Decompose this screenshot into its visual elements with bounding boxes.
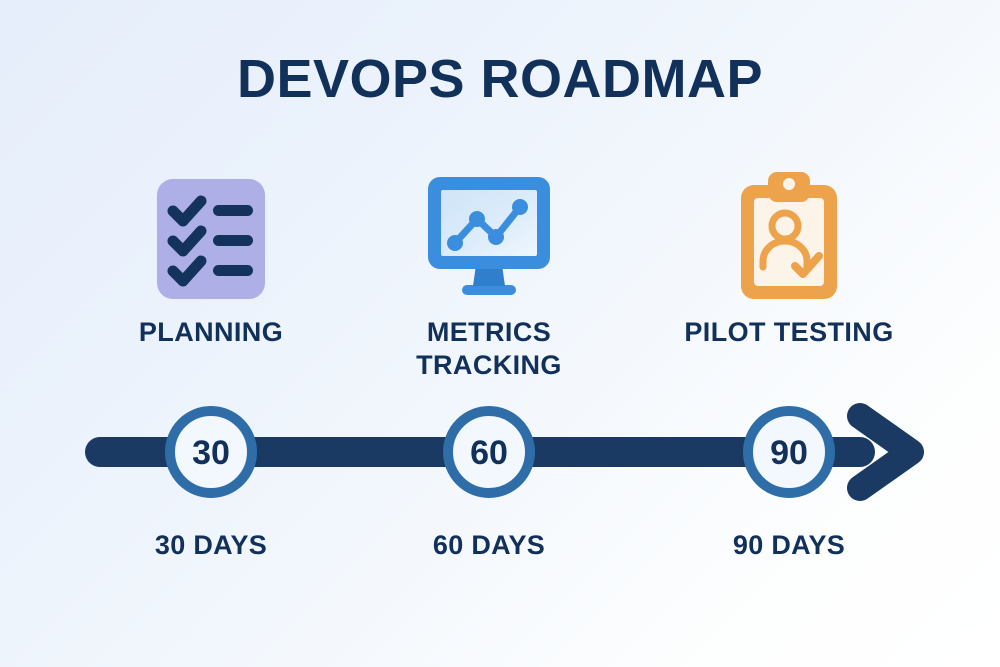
checklist-icon	[81, 168, 341, 304]
milestone-caption: METRICS TRACKING	[416, 317, 562, 380]
milestone-caption: PLANNING	[138, 317, 284, 347]
day-label: 30 DAYS	[154, 530, 268, 560]
timeline-node-number: 90	[770, 434, 808, 472]
clipboard-person-check-icon	[659, 168, 919, 304]
page-title: DEVOPS ROADMAP	[236, 49, 764, 109]
timeline-node-number: 60	[470, 434, 508, 472]
timeline-node-number: 30	[192, 434, 230, 472]
milestone-column-metrics: METRICS TRACKING	[359, 168, 619, 382]
day-label: 90 DAYS	[732, 530, 846, 560]
milestone-caption: PILOT TESTING	[684, 317, 894, 347]
monitor-chart-icon	[359, 168, 619, 304]
day-label: 60 DAYS	[432, 530, 546, 560]
timeline: 30 60 90	[0, 392, 1000, 514]
milestone-column-pilot-testing: PILOT TESTING	[659, 168, 919, 349]
milestone-column-planning: PLANNING	[81, 168, 341, 349]
